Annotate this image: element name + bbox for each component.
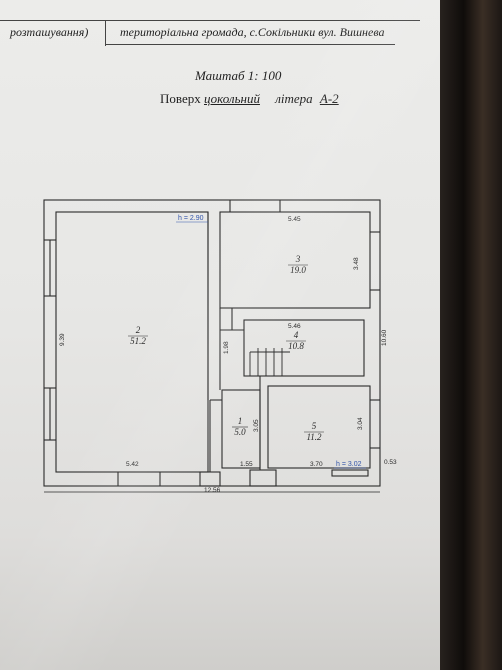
room-5-number: 5 [312,421,317,431]
header-underline [105,44,395,45]
room-4-outline [243,319,365,377]
room-2-number: 2 [136,325,141,335]
height-tag-room-5: h = 3.02 [336,461,362,468]
dim-3-04: 3.04 [357,417,364,430]
scale-value: 1: 100 [247,68,282,83]
header-top-line [0,20,420,21]
dim-9-39: 9.39 [59,333,66,346]
room-1-area: 5.0 [234,427,246,437]
location-label: розташування) [10,25,89,39]
height-tag-room-2: h = 2.90 [178,215,204,222]
dim-3-05: 3.05 [253,419,260,432]
room-3-number: 3 [295,254,301,264]
outer-wall-outline [43,199,381,487]
letter-value: А-2 [319,91,339,106]
floor-label: Поверх [160,91,201,106]
dim-1-55: 1.55 [240,461,253,468]
scale-label: Маштаб [195,68,245,83]
room-3-area: 19.0 [290,265,306,275]
room-4-area: 10.8 [288,341,304,351]
room-1-number: 1 [238,416,243,426]
floor-plan-drawing: 2 51.2 3 19.0 4 10.8 1 5.0 5 11.2 h = 2.… [43,199,397,494]
dim-3-70: 3.70 [310,461,323,468]
dim-10-60: 10.60 [381,329,388,346]
dim-12-56: 12.56 [204,487,221,494]
room-2-area: 51.2 [130,336,146,346]
room-4-number: 4 [294,330,299,340]
room-5-area: 11.2 [306,432,322,442]
address-text: територіальна громада, с.Сокільники вул.… [120,25,385,39]
dim-5-42: 5.42 [126,461,139,468]
dim-5-46: 5.46 [288,323,301,330]
dim-3-48: 3.48 [353,257,360,270]
dim-0-53: 0.53 [384,459,397,466]
scale-line: Маштаб 1: 100 [195,68,281,84]
header-divider [105,20,106,46]
floor-value: цокольний [203,91,260,106]
letter-label: літера [275,91,313,106]
floor-line: Поверх цокольний літера А-2 [160,91,339,107]
dim-5-45: 5.45 [288,216,301,223]
room-5-outline [267,385,371,469]
background-edge [438,0,502,670]
room-3-outline [219,211,371,309]
dim-1-98: 1.98 [223,341,230,354]
